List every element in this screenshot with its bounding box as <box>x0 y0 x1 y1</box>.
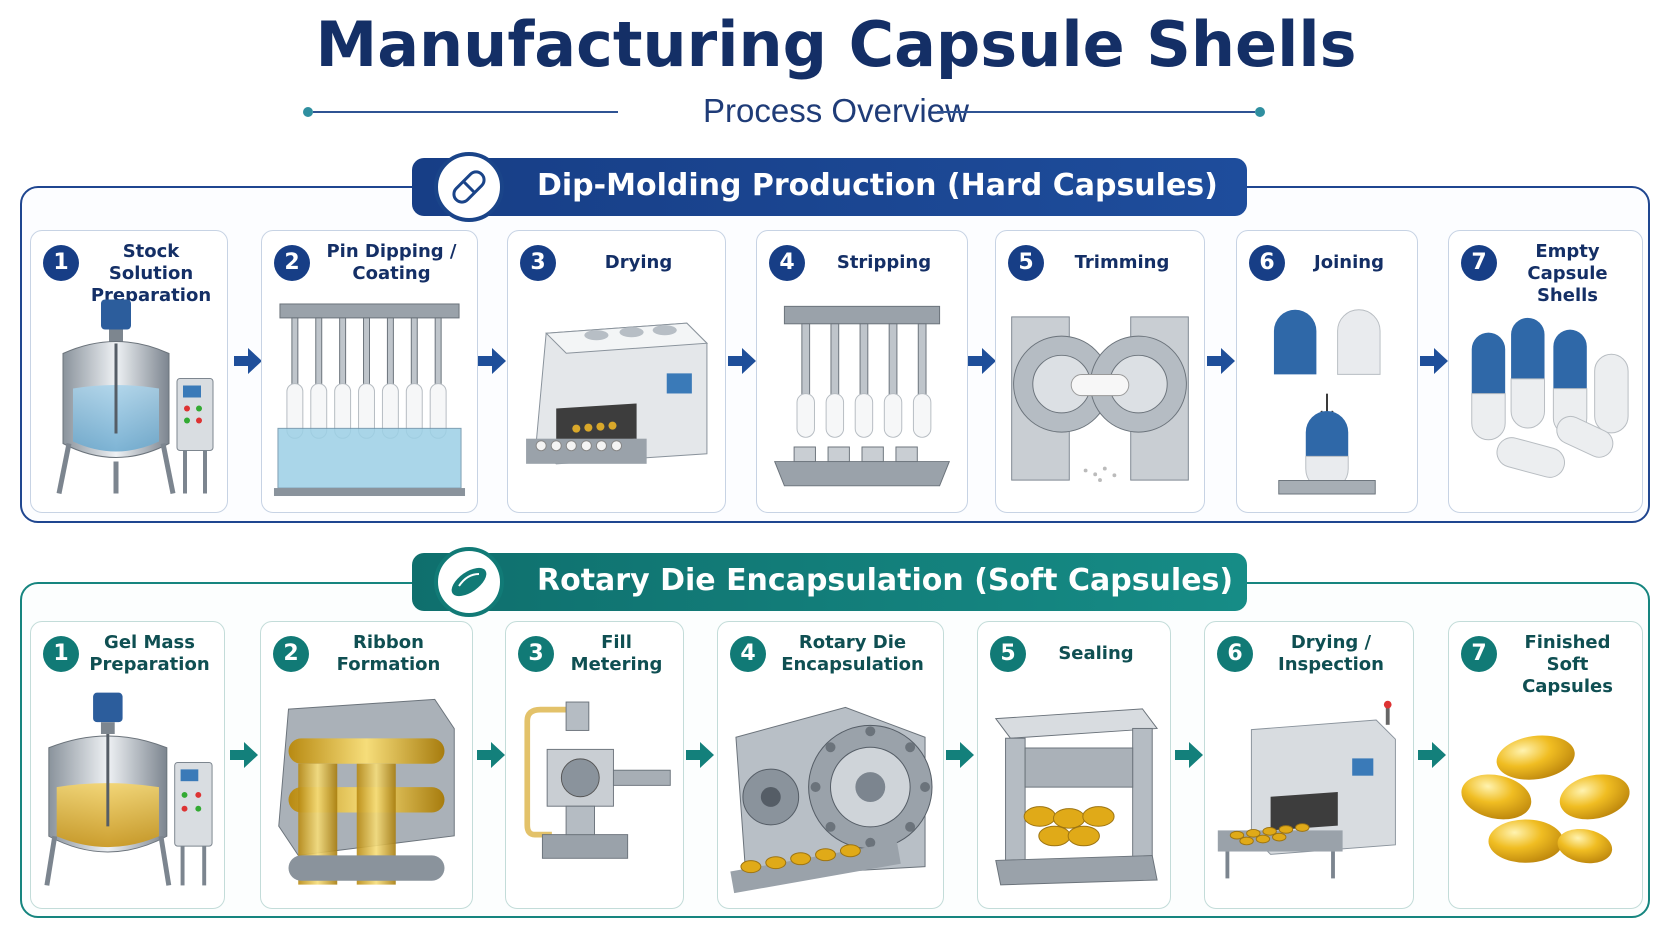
step-label: Ribbon Formation <box>336 632 441 675</box>
hard-step-5: 5 Trimming <box>995 230 1205 513</box>
ribbon-rollers-icon <box>269 684 464 900</box>
step-number: 7 <box>1461 245 1497 281</box>
step-label: Joining <box>1314 252 1384 273</box>
step-number: 3 <box>518 636 554 672</box>
subtitle-right-dot <box>1255 107 1265 117</box>
step-number: 5 <box>990 636 1026 672</box>
softgels-icon <box>1457 684 1634 900</box>
step-number: 7 <box>1461 636 1497 672</box>
step-label: Finished Soft Capsules <box>1522 632 1613 697</box>
drying-conveyor-icon <box>1213 684 1405 900</box>
step-label: Fill Metering <box>570 632 663 675</box>
hard-capsule-banner: Dip-Molding Production (Hard Capsules) <box>412 152 1247 222</box>
step-number: 1 <box>43 636 79 672</box>
arrow-right-icon <box>232 346 264 376</box>
arrow-right-icon <box>1173 740 1205 770</box>
step-label: Gel Mass Preparation <box>89 632 210 675</box>
arrow-right-icon <box>966 346 998 376</box>
step-number: 6 <box>1217 636 1253 672</box>
arrow-right-icon <box>726 346 758 376</box>
step-number: 2 <box>274 245 310 281</box>
step-number: 1 <box>43 245 79 281</box>
soft-step-6: 6 Drying / Inspection <box>1204 621 1414 909</box>
stripping-press-icon <box>765 293 959 504</box>
hard-step-7: 7 Empty Capsule Shells <box>1448 230 1643 513</box>
step-label: Trimming <box>1074 252 1170 273</box>
page-subtitle: Process Overview <box>703 92 969 129</box>
capsule-shells-icon <box>1457 293 1634 504</box>
soft-banner-title: Rotary Die Encapsulation (Soft Capsules) <box>537 563 1234 598</box>
soft-step-7: 7 Finished Soft Capsules <box>1448 621 1643 909</box>
soft-step-1: 1 Gel Mass Preparation <box>30 621 225 909</box>
step-label: Drying / Inspection <box>1278 632 1384 675</box>
sealing-press-icon <box>986 684 1162 900</box>
step-label: Rotary Die Encapsulation <box>781 632 924 675</box>
hard-step-1: 1 Stock Solution Preparation <box>30 230 228 513</box>
arrow-right-icon <box>684 740 716 770</box>
capsule-icon <box>434 152 504 222</box>
arrow-right-icon <box>944 740 976 770</box>
hard-step-3: 3 Drying <box>507 230 726 513</box>
soft-step-2: 2 Ribbon Formation <box>260 621 473 909</box>
hard-step-2: 2 Pin Dipping / Coating <box>261 230 478 513</box>
fill-pump-icon <box>514 684 675 900</box>
subtitle-row: Process Overview <box>0 92 1672 132</box>
soft-capsule-banner: Rotary Die Encapsulation (Soft Capsules) <box>412 547 1247 617</box>
step-label: Stripping <box>836 252 932 273</box>
step-number: 3 <box>520 245 556 281</box>
dipping-pins-icon <box>270 293 469 504</box>
capsule-join-icon <box>1245 293 1409 504</box>
arrow-right-icon <box>228 740 260 770</box>
page-title: Manufacturing Capsule Shells <box>315 8 1357 81</box>
gel-tank-icon <box>39 684 216 900</box>
hard-banner-title: Dip-Molding Production (Hard Capsules) <box>537 168 1218 203</box>
drying-tunnel-icon <box>516 293 717 504</box>
step-number: 6 <box>1249 245 1285 281</box>
subtitle-left-dot <box>303 107 313 117</box>
subtitle-left-line <box>313 111 618 113</box>
subtitle-right-line <box>937 111 1255 113</box>
hard-step-6: 6 Joining <box>1236 230 1418 513</box>
soft-step-3: 3 Fill Metering <box>505 621 684 909</box>
soft-step-4: 4 Rotary Die Encapsulation <box>717 621 944 909</box>
soft-step-5: 5 Sealing <box>977 621 1171 909</box>
arrow-right-icon <box>1418 346 1450 376</box>
arrow-right-icon <box>1416 740 1448 770</box>
softgel-icon <box>434 547 504 617</box>
step-number: 4 <box>769 245 805 281</box>
step-number: 4 <box>730 636 766 672</box>
arrow-right-icon <box>476 346 508 376</box>
step-number: 5 <box>1008 245 1044 281</box>
step-label: Empty Capsule Shells <box>1527 241 1608 306</box>
step-label: Pin Dipping / Coating <box>326 241 457 284</box>
hard-step-4: 4 Stripping <box>756 230 968 513</box>
step-number: 2 <box>273 636 309 672</box>
step-label: Sealing <box>1058 643 1134 664</box>
mixing-tank-icon <box>39 293 219 504</box>
trimming-wheels-icon <box>1004 293 1196 504</box>
arrow-right-icon <box>475 740 507 770</box>
arrow-right-icon <box>1205 346 1237 376</box>
step-label: Drying <box>604 252 673 273</box>
rotary-die-icon <box>726 684 935 900</box>
